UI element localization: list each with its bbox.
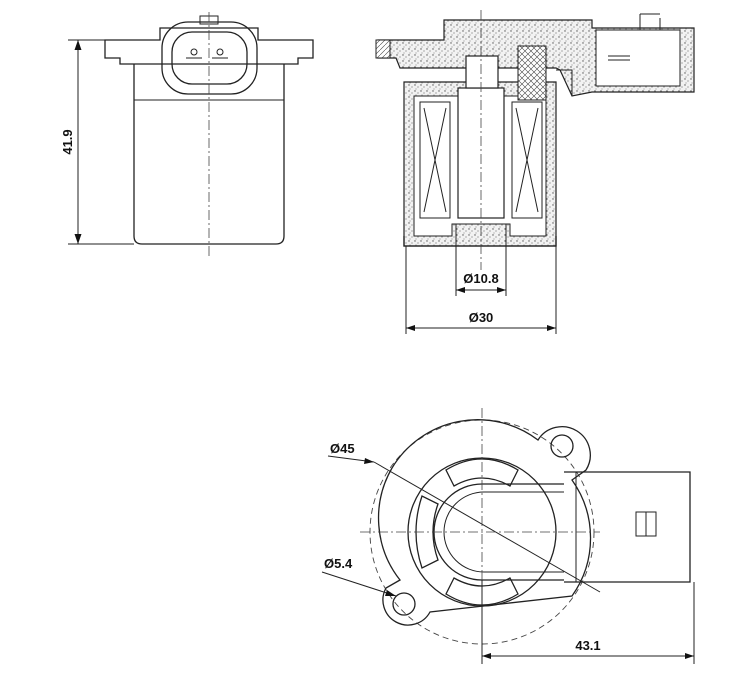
section-coil-right-cross	[515, 107, 539, 213]
inner-diameter-label: Ø10.8	[463, 271, 498, 286]
bottom-view: Ø45 Ø5.4 43.1	[321, 408, 695, 664]
section-connector-cavity	[595, 29, 681, 87]
section-hatched-insert	[517, 45, 547, 101]
bottom-connector-housing	[564, 471, 691, 583]
front-pin-left	[190, 48, 198, 56]
bottom-hole-top	[550, 434, 574, 458]
bottom-diagonal-line	[373, 461, 601, 593]
bottom-slot-top	[445, 458, 519, 487]
section-bottom-lip	[403, 236, 557, 247]
front-connector	[161, 21, 258, 95]
bottom-slot-bottom	[445, 577, 519, 606]
bottom-slot-left	[415, 495, 439, 569]
height-dimension-label: 41.9	[60, 129, 75, 154]
front-pin-right	[216, 48, 224, 56]
section-view: Ø10.8 Ø30	[375, 10, 695, 334]
hole-diameter-leader	[321, 571, 397, 597]
front-body	[133, 64, 285, 245]
front-view: 41.9	[60, 12, 314, 256]
front-flange	[104, 27, 314, 65]
section-flange-left	[375, 39, 391, 59]
length-dimension-label: 43.1	[575, 638, 600, 653]
front-connector-inner	[171, 31, 248, 85]
section-coil-left-cross	[423, 107, 447, 213]
flange-diameter-label: Ø45	[330, 441, 355, 456]
section-pole-piece	[465, 55, 499, 89]
outer-diameter-label: Ø30	[469, 310, 494, 325]
bottom-u-channel-inner	[443, 491, 564, 573]
bottom-hole-bottom	[392, 592, 416, 616]
hole-diameter-label: Ø5.4	[324, 556, 353, 571]
bottom-flange-outline	[377, 419, 592, 626]
section-flange-right	[556, 69, 573, 96]
